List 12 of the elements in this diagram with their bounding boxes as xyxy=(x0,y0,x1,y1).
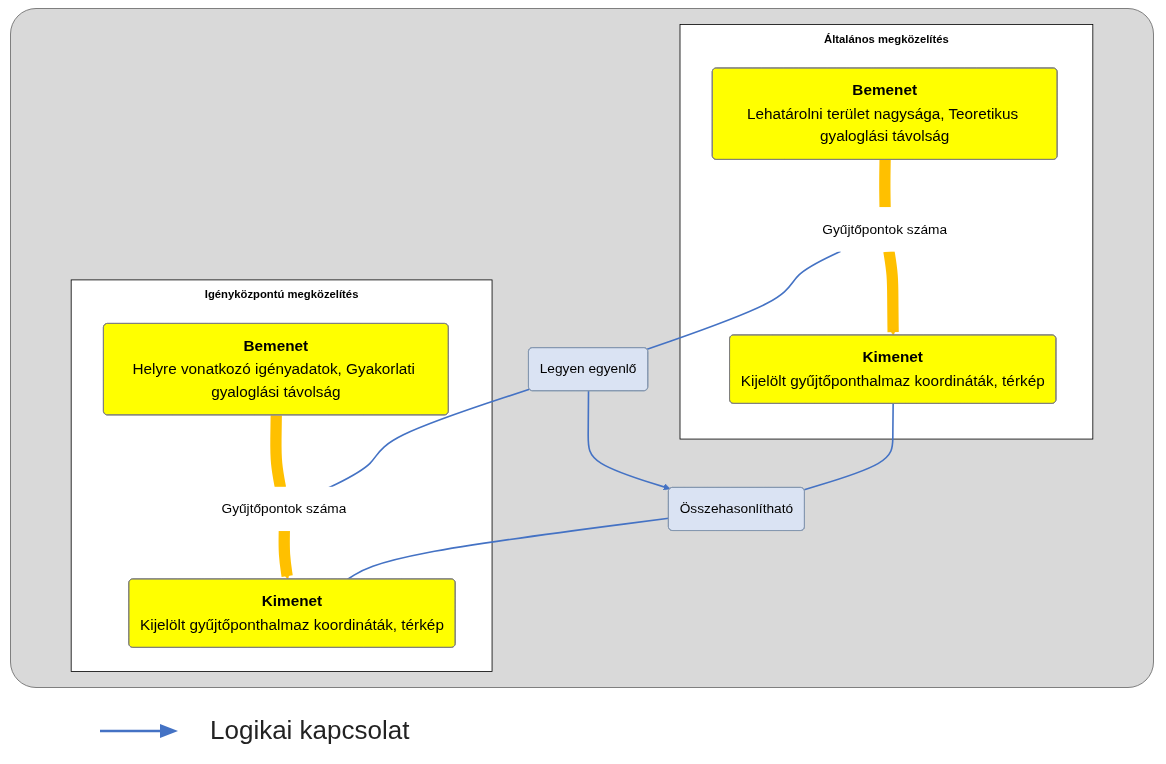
cluster xyxy=(679,24,1094,440)
connector xyxy=(327,388,531,489)
node-text: Gyűjtőpontok száma xyxy=(221,501,347,517)
cluster xyxy=(70,279,493,672)
arrow xyxy=(883,249,899,336)
panel-background: Általános megközelítés Igényközpontú megközelítés Bemenet Helyre vonatkozó igényadatok, Gyakorlati gyaloglási távolság Gyűjtőpontok száma Kimenet Kijelölt gyűjtőponthalmaz koordináták, térkép Összehasonlítható Legyen egyenlő Bemenet Lehatárolni terület nagysága, Teoretikus gyaloglási távolság Gyűjtőpontok száma Kimenet Kijelölt gyűjtőponthalmaz koordináták, térkép xyxy=(10,8,1154,688)
arrow xyxy=(587,390,671,491)
arrow xyxy=(278,529,293,580)
connector xyxy=(803,403,894,491)
connector xyxy=(646,250,842,351)
node-text: Gyűjtőpontok száma xyxy=(822,221,948,237)
legend-text: Logikai kapcsolat xyxy=(210,715,410,746)
